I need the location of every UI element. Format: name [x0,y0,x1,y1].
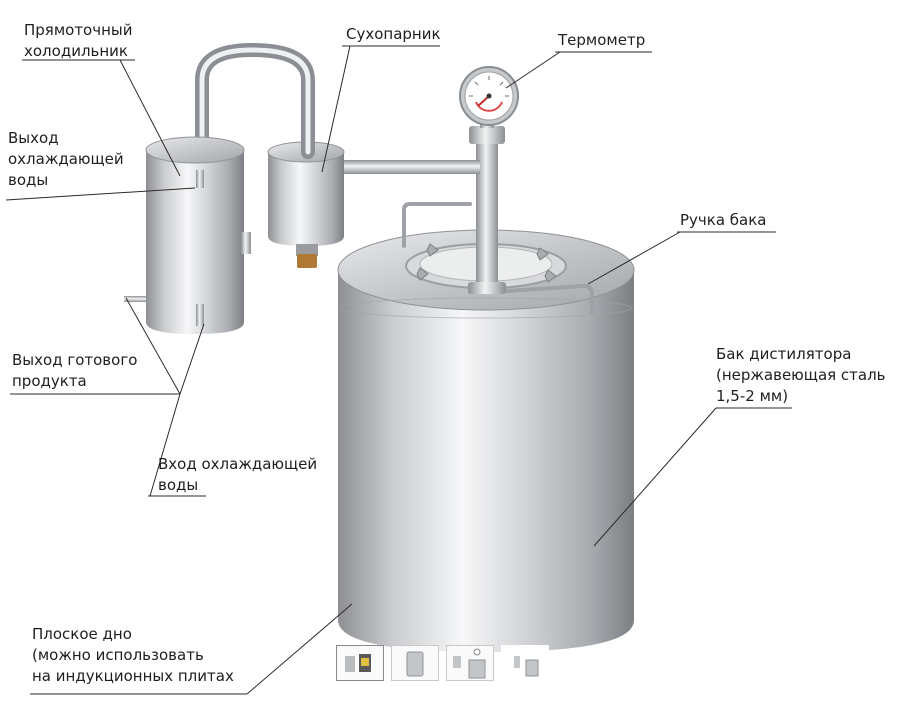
leader-lines [5,45,792,695]
connecting-pipe [340,160,480,174]
distiller-tank [337,229,635,652]
thumbnail-kit[interactable] [336,645,384,681]
label-tank-line-2: (нержавеющая сталь [716,366,886,384]
label-coolant-in: Вход охлаждающей воды [158,454,317,496]
thumbnail-distiller[interactable] [446,645,494,681]
label-product-out-line-1: Выход готового [12,351,138,369]
condenser-vessel [124,136,251,334]
label-tank: Бак дистилятора (нержавеющая сталь 1,5-2… [716,344,886,407]
steamer-vessel [267,141,345,268]
label-coolant-out: Выход охлаждающей воды [8,128,124,191]
label-tank-handle: Ручка бака [680,211,767,229]
label-flat-bottom-line-2: (можно использовать [32,646,204,664]
label-coolant-in-line-1: Вход охлаждающей [158,455,318,473]
label-coolant-out-line-1: Выход [8,129,59,147]
label-tank-line-3: 1,5-2 мм) [716,387,789,405]
label-flat-bottom: Плоское дно (можно использовать на индук… [32,624,234,687]
label-tank-line-1: Бак дистилятора [716,345,852,363]
label-flat-bottom-line-3: на индукционных плитах [32,667,234,685]
label-steamer: Сухопарник [346,25,441,43]
label-coolant-out-line-2: охлаждающей [8,150,124,168]
thumbnail-assembly[interactable] [501,645,549,681]
label-coolant-out-line-3: воды [8,171,49,189]
distiller-thumbnail-icon [453,648,486,679]
tank-handle [402,202,594,314]
assembly-thumbnail-icon [514,656,539,677]
kit-thumbnail-icon [345,654,371,672]
label-thermometer: Термометр [558,31,646,49]
tank-thumbnail-icon [406,651,424,677]
label-flat-bottom-line-1: Плоское дно [32,625,132,643]
thumbnail-tank[interactable] [391,645,439,681]
label-condenser-line-2: холодильник [24,42,128,60]
label-coolant-in-line-2: воды [158,476,199,494]
steam-column [468,112,506,294]
thermometer-gauge [459,66,519,126]
label-product-out-line-2: продукта [12,372,87,390]
label-condenser-line-1: Прямоточный [24,21,133,39]
label-condenser: Прямоточный холодильник [24,20,133,62]
thumbnail-gallery [336,645,549,681]
label-product-out: Выход готового продукта [12,350,137,392]
